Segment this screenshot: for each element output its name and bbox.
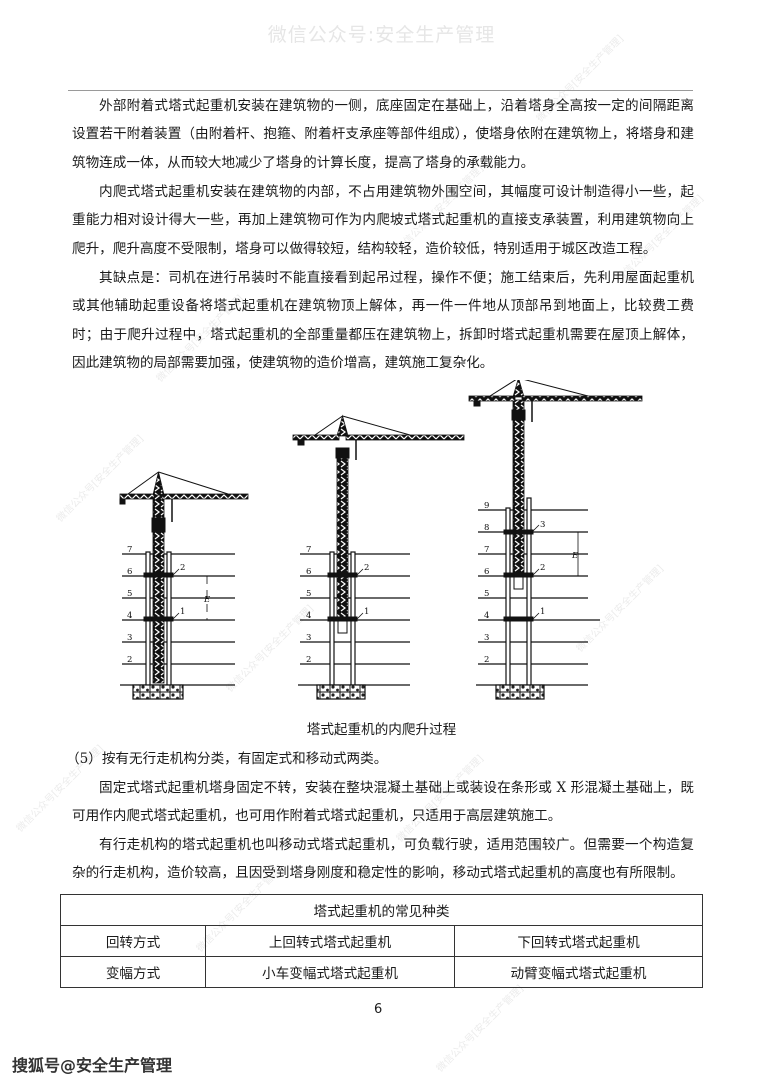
floor-label: 3 <box>127 633 132 643</box>
floor-label: 4 <box>484 611 489 621</box>
floor-label: 3 <box>306 633 311 643</box>
floor-label: 5 <box>306 589 311 599</box>
crane-3: 9 8 7 6 5 4 3 2 3 2 1 E <box>468 376 643 700</box>
table-cell-category: 回转方式 <box>60 925 206 957</box>
part-label: 1 <box>180 607 185 617</box>
floor-label: 7 <box>484 545 489 555</box>
table-cell: 小车变幅式塔式起重机 <box>205 956 455 988</box>
floor-label: 6 <box>484 567 489 577</box>
floor-label: 9 <box>484 501 489 511</box>
part-label: 1 <box>364 607 369 617</box>
table-title-row: 塔式起重机的常见种类 <box>60 894 703 926</box>
dimension-label: E <box>203 595 211 605</box>
paragraph-internal-climbing: 内爬式塔式起重机安装在建筑物的内部，不占用建筑物外围空间，其幅度可设计制造得小一… <box>72 184 694 257</box>
source-watermark: 搜狐号@安全生产管理 <box>12 1056 173 1075</box>
crane-types-table: 塔式起重机的常见种类 回转方式 上回转式塔式起重机 下回转式塔式起重机 变幅方式… <box>60 894 703 988</box>
header-divider <box>68 90 693 91</box>
part-label: 1 <box>540 607 545 617</box>
table-cell-category: 变幅方式 <box>60 956 206 988</box>
floor-label: 8 <box>484 523 489 533</box>
part-label: 2 <box>364 563 369 573</box>
table-cell: 下回转式塔式起重机 <box>454 925 703 957</box>
diagonal-watermark: 微信公众号[安全生产管理] <box>434 983 526 1075</box>
floor-label: 6 <box>127 567 132 577</box>
table-cell: 上回转式塔式起重机 <box>205 925 455 957</box>
paragraph-disadvantages: 其缺点是：司机在进行吊装时不能直接看到起吊过程，操作不便；施工结束后，先利用屋面… <box>72 270 694 372</box>
floor-label: 7 <box>306 545 311 555</box>
floor-label: 7 <box>127 545 132 555</box>
header-watermark: 微信公众号:安全生产管理 <box>267 24 496 46</box>
paragraph-mobile-crane: 有行走机构的塔式起重机也叫移动式塔式起重机，可负载行驶，适用范围较广。但需要一个… <box>72 837 694 882</box>
crane-2: 7 6 5 4 3 2 2 1 <box>292 414 465 700</box>
part-label: 3 <box>540 520 545 530</box>
floor-label: 2 <box>127 655 132 665</box>
page-number: 6 <box>374 1002 383 1017</box>
floor-label: 2 <box>306 655 311 665</box>
figure-caption: 塔式起重机的内爬升过程 <box>306 722 457 738</box>
table-title: 塔式起重机的常见种类 <box>60 894 703 926</box>
floor-label: 4 <box>127 611 132 621</box>
tower-crane-diagrams: 7 6 5 4 3 2 2 1 E <box>119 376 643 700</box>
crane-climbing-figure: 7 6 5 4 3 2 2 1 E <box>100 376 700 712</box>
floor-label: 5 <box>484 589 489 599</box>
part-label: 2 <box>540 563 545 573</box>
table-cell: 动臂变幅式塔式起重机 <box>454 956 703 988</box>
floor-label: 3 <box>484 633 489 643</box>
floor-label: 2 <box>484 655 489 665</box>
paragraph-external-attached: 外部附着式塔式起重机安装在建筑物的一侧，底座固定在基础上，沿着塔身全高按一定的间… <box>72 98 694 171</box>
paragraph-fixed-crane: 固定式塔式起重机塔身固定不转，安装在整块混凝土基础上或装设在条形或 X 形混凝土… <box>72 780 694 825</box>
floor-label: 5 <box>127 589 132 599</box>
table-row: 变幅方式 小车变幅式塔式起重机 动臂变幅式塔式起重机 <box>60 956 703 988</box>
part-label: 2 <box>180 563 185 573</box>
section-5-heading: （5）按有无行走机构分类，有固定式和移动式两类。 <box>66 751 388 767</box>
floor-label: 4 <box>306 611 311 621</box>
crane-1: 7 6 5 4 3 2 2 1 E <box>119 471 249 700</box>
dimension-label: E <box>571 551 579 561</box>
floor-label: 6 <box>306 567 311 577</box>
table-row: 回转方式 上回转式塔式起重机 下回转式塔式起重机 <box>60 925 703 957</box>
